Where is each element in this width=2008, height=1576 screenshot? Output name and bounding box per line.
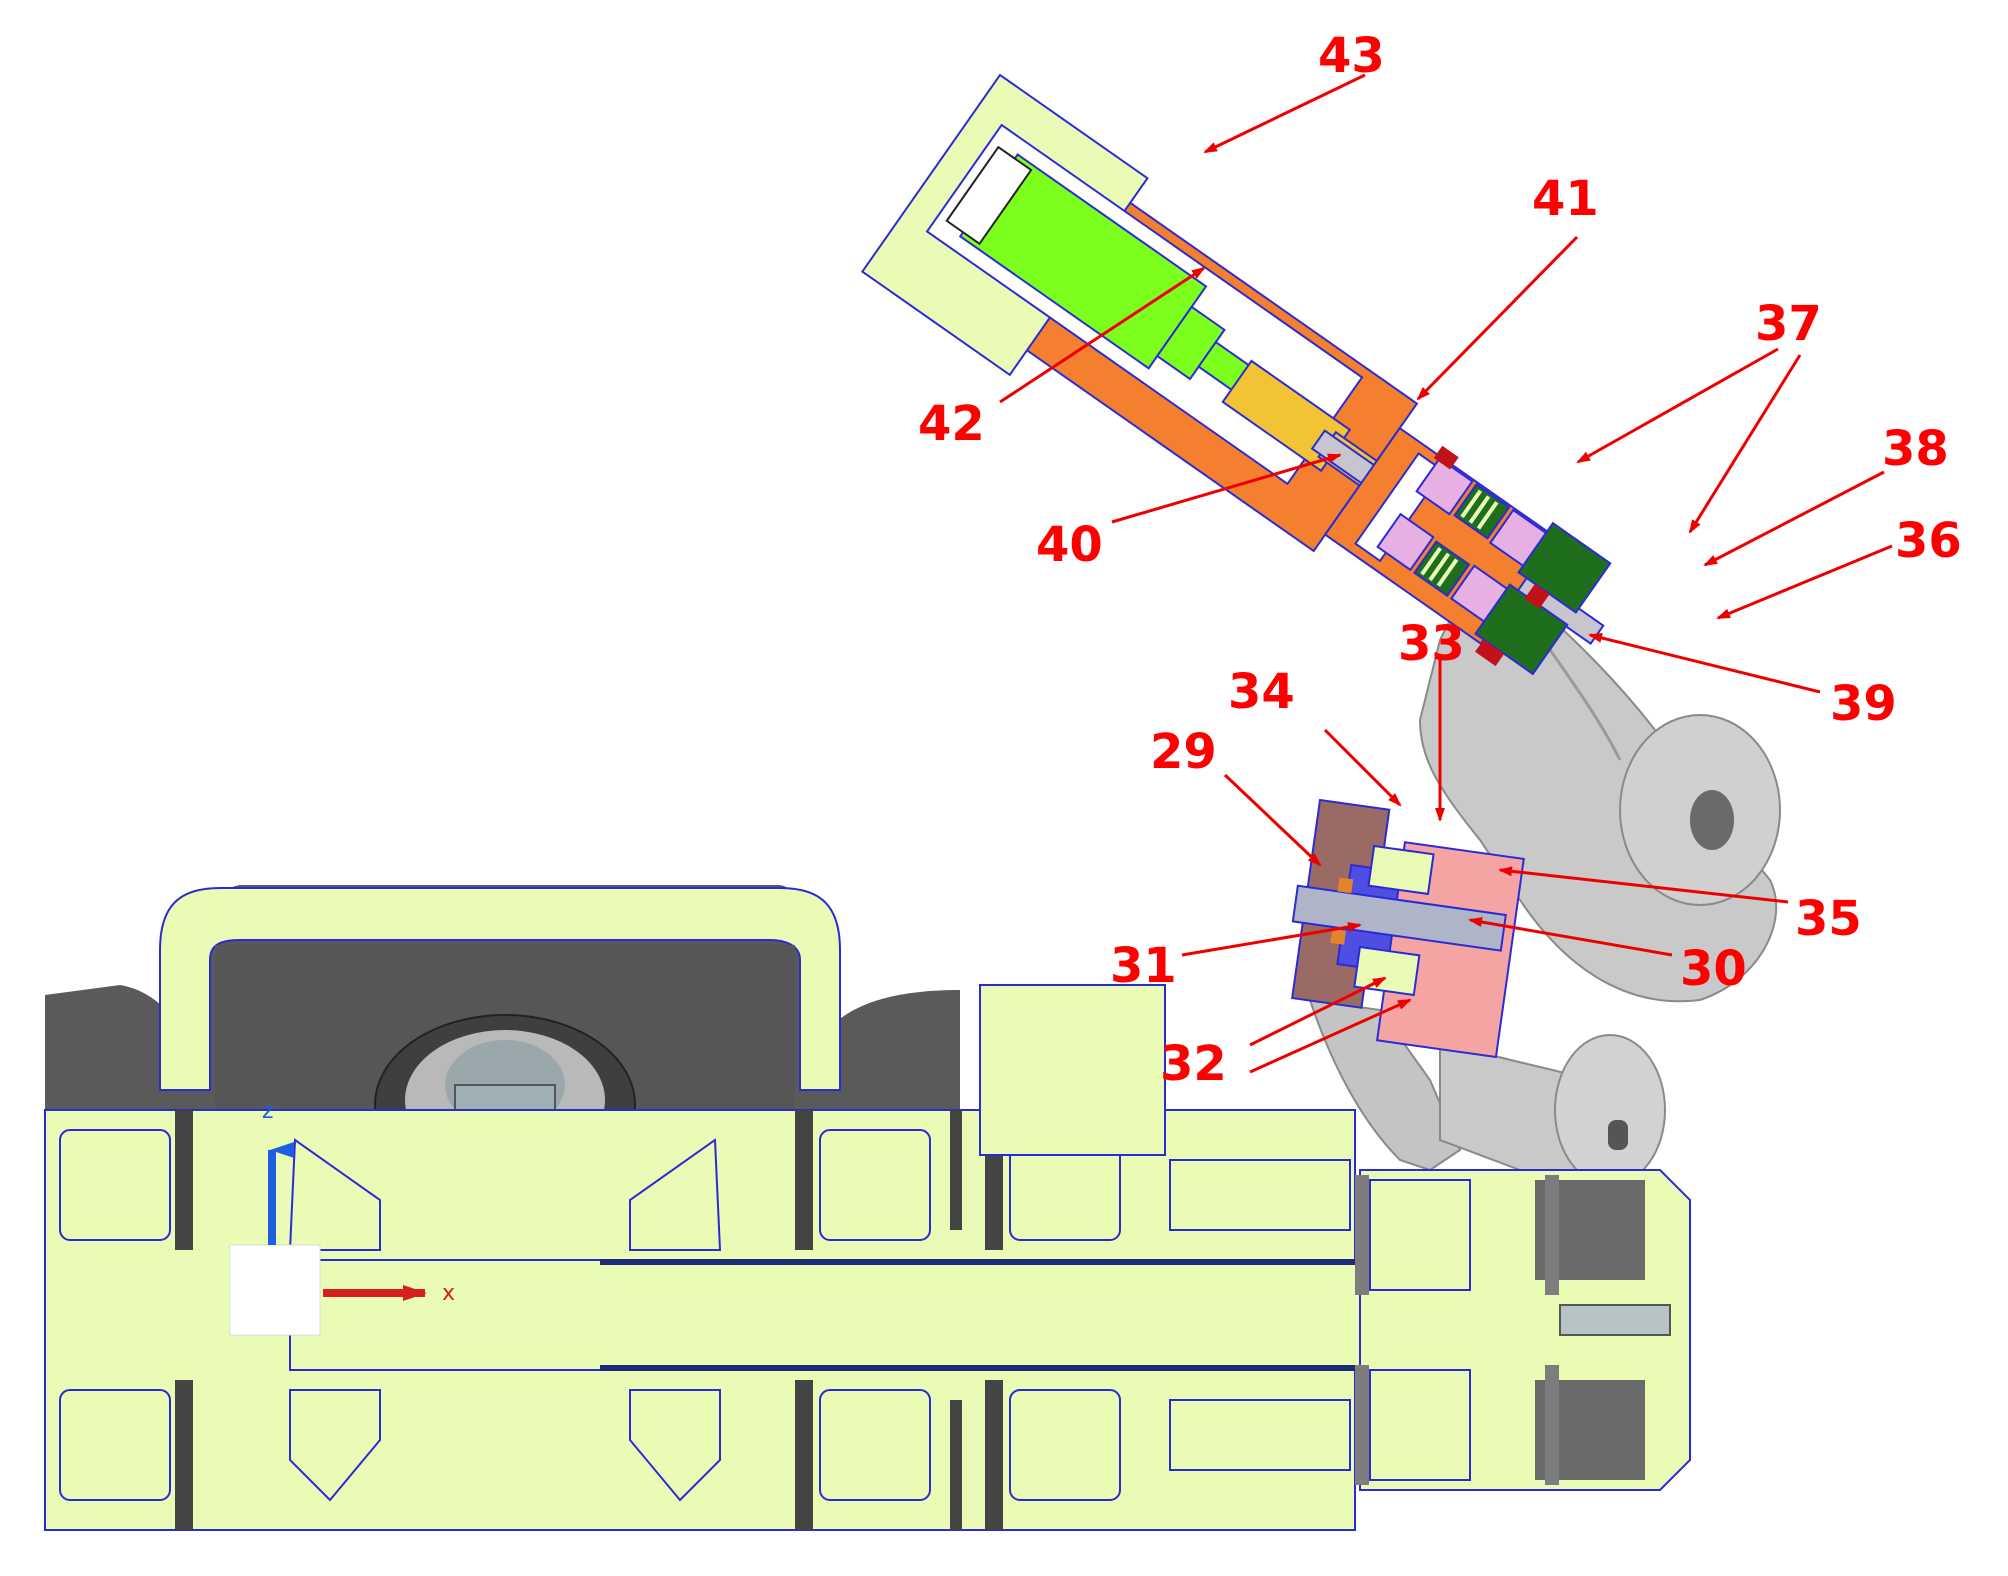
x-axis-label: x (442, 1281, 455, 1306)
leader-35 (1498, 866, 1789, 904)
callout-leaders (999, 73, 1893, 1074)
leader-37b (1688, 354, 1802, 534)
callout-40: 40 (1036, 517, 1103, 573)
leader-30 (1468, 917, 1673, 957)
callout-41: 41 (1532, 171, 1599, 227)
leader-29 (1223, 773, 1322, 867)
leader-39 (1588, 633, 1821, 694)
leader-38 (1703, 470, 1885, 567)
callout-33: 33 (1398, 616, 1465, 672)
callout-37: 37 (1755, 296, 1822, 352)
leader-32b (1249, 998, 1412, 1074)
origin-box (229, 1244, 321, 1336)
callout-labels: 43 41 37 42 38 36 40 39 33 34 29 35 31 3… (918, 28, 1962, 1092)
leader-31 (1181, 922, 1362, 957)
callout-38: 38 (1882, 421, 1949, 477)
callout-34: 34 (1228, 664, 1295, 720)
leader-40 (1111, 453, 1342, 524)
z-axis-label: z (262, 1099, 274, 1124)
callout-30: 30 (1680, 941, 1747, 997)
leader-43 (1203, 73, 1366, 154)
leader-37a (1576, 347, 1779, 464)
leader-34 (1323, 728, 1402, 807)
upper-actuator-assembly (860, 73, 1612, 676)
callout-35: 35 (1795, 891, 1862, 947)
coordinate-axes: x z (229, 1099, 455, 1336)
callout-39: 39 (1830, 676, 1897, 732)
base-cross-section (44, 885, 1691, 1531)
callout-32: 32 (1160, 1036, 1227, 1092)
callout-29: 29 (1150, 724, 1217, 780)
leader-36 (1716, 544, 1893, 620)
callout-42: 42 (918, 396, 985, 452)
pivot-shaft (1291, 884, 1507, 952)
leader-32a (1249, 976, 1387, 1047)
leader-41 (1416, 235, 1579, 401)
top-bracket (159, 887, 841, 1091)
callout-31: 31 (1110, 938, 1177, 994)
callout-36: 36 (1895, 513, 1962, 569)
leader-42 (999, 266, 1206, 404)
callout-43: 43 (1318, 28, 1385, 84)
